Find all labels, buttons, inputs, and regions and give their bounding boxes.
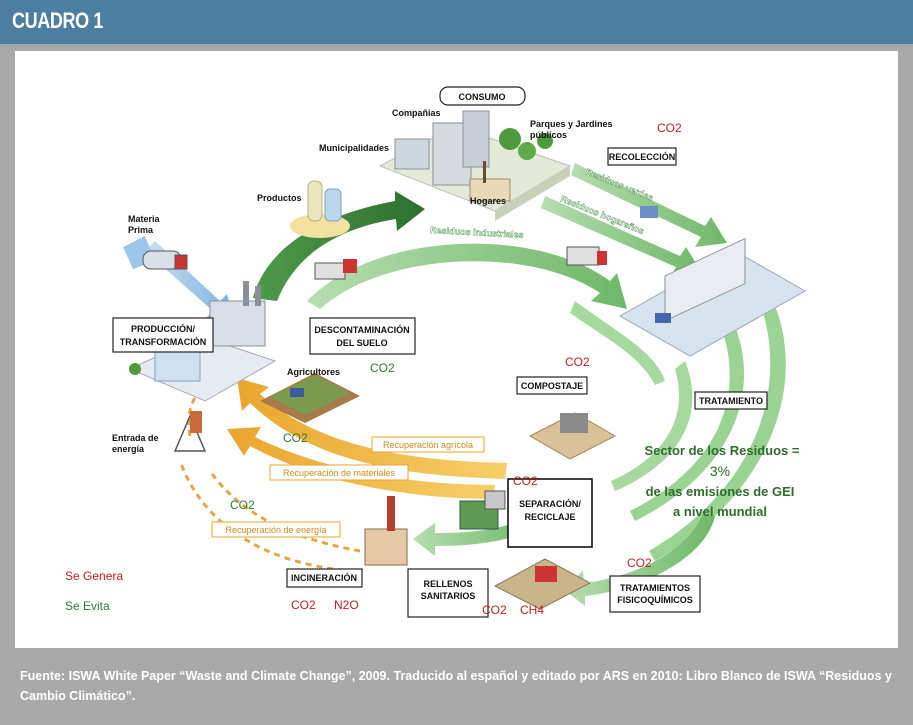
household-waste-arrow	[541, 196, 702, 277]
orange-recovery-arrows	[227, 378, 507, 499]
svg-text:SEPARACIÓN/: SEPARACIÓN/	[519, 498, 581, 509]
label-materia-2: Prima	[128, 225, 154, 235]
diagram-panel: CONSUMO Compañias Parques y Jardines púb…	[15, 51, 898, 648]
co2-descontaminacion: CO2	[370, 361, 395, 375]
landfill-illustration	[493, 558, 592, 610]
label-materia-1: Materia	[128, 214, 161, 224]
svg-text:TRATAMIENTO: TRATAMIENTO	[699, 396, 763, 406]
label-descontaminacion: DESCONTAMINACIÓN DEL SUELO	[309, 317, 416, 355]
legend-evita: Se Evita	[65, 599, 110, 613]
truck-raw-material	[142, 250, 188, 270]
label-compostaje: COMPOSTAJE	[516, 376, 588, 395]
landfill-arrow	[413, 516, 535, 556]
label-incineracion: INCINERACIÓN	[286, 568, 363, 588]
source-footnote: Fuente: ISWA White Paper “Waste and Clim…	[20, 669, 892, 703]
compost-illustration	[528, 412, 617, 460]
label-recoleccion: RECOLECCIÓN	[607, 147, 677, 166]
legend: Se Genera Se Evita	[65, 569, 123, 613]
svg-text:TRATAMIENTOS: TRATAMIENTOS	[620, 583, 690, 593]
arc-middle	[630, 326, 745, 521]
label-parques-2: públicos	[530, 130, 567, 140]
legend-genera: Se Genera	[65, 569, 123, 583]
green-waste-arrow	[571, 163, 727, 247]
products-illustration	[290, 180, 350, 238]
header-bar: CUADRO 1	[0, 0, 913, 44]
label-hogares: Hogares	[470, 196, 506, 206]
label-agricultores: Agricultores	[287, 367, 340, 377]
truck-industrial	[314, 259, 357, 280]
svg-text:PRODUCCIÓN/: PRODUCCIÓN/	[131, 323, 196, 334]
svg-text:de las emisiones de GEI: de las emisiones de GEI	[646, 484, 795, 499]
arc-inner	[611, 361, 693, 491]
label-productos: Productos	[257, 193, 302, 203]
svg-text:Recuperación agrícola: Recuperación agrícola	[383, 440, 473, 450]
gas-labels: CO2 CO2 CO2 CO2 CO2 CO2 CO2 CO2 N2O CO2 …	[230, 121, 682, 617]
factory-illustration	[128, 281, 277, 402]
svg-text:Recuperación de energía: Recuperación de energía	[225, 525, 326, 535]
figure-title: CUADRO 1	[12, 8, 103, 33]
label-recuperacion-agricola: Recuperación agrícola	[371, 436, 485, 453]
green-flow-arrows	[253, 163, 786, 606]
svg-text:DEL SUELO: DEL SUELO	[336, 338, 387, 348]
separation-illustration	[459, 490, 506, 530]
physicochemical-arrow	[563, 514, 715, 606]
agricultural-recovery-arrow	[237, 378, 507, 479]
incineration-illustration	[364, 496, 408, 566]
treatment-plant-illustration	[618, 237, 807, 357]
label-produccion: PRODUCCIÓN/ TRANSFORMACIÓN	[112, 317, 214, 353]
svg-text:SANITARIOS: SANITARIOS	[421, 591, 476, 601]
materials-recovery-arrow	[227, 427, 495, 499]
arc-outer	[649, 306, 786, 561]
svg-text:DESCONTAMINACIÓN: DESCONTAMINACIÓN	[314, 324, 409, 335]
label-tratamiento: TRATAMIENTO	[694, 391, 768, 410]
svg-text:COMPOSTAJE: COMPOSTAJE	[521, 381, 583, 391]
svg-text:Sector de los Residuos =: Sector de los Residuos =	[645, 443, 800, 458]
svg-text:INCINERACIÓN: INCINERACIÓN	[291, 572, 357, 583]
svg-text:TRANSFORMACIÓN: TRANSFORMACIÓN	[120, 336, 207, 347]
co2-recoleccion: CO2	[657, 121, 682, 135]
co2-compostaje: CO2	[565, 355, 590, 369]
label-separacion: SEPARACIÓN/ RECICLAJE	[507, 478, 593, 548]
svg-text:Recuperación de materiales: Recuperación de materiales	[283, 468, 396, 478]
consumption-city-illustration	[378, 110, 572, 221]
label-recuperacion-energia: Recuperación de energía	[211, 521, 341, 538]
svg-text:RECICLAJE: RECICLAJE	[524, 512, 575, 522]
co2-energia: CO2	[230, 498, 255, 512]
co2-incineracion: CO2	[291, 598, 316, 612]
label-parques-1: Parques y Jardines	[530, 119, 613, 129]
truck-household	[566, 206, 658, 266]
co2-tratamientos: CO2	[627, 556, 652, 570]
sector-statement: Sector de los Residuos = 3% de las emisi…	[645, 443, 800, 519]
label-rellenos: RELLENOS SANITARIOS	[407, 568, 489, 618]
svg-text:3%: 3%	[710, 463, 730, 479]
svg-text:CONSUMO: CONSUMO	[459, 92, 506, 102]
co2-agricultura: CO2	[283, 431, 308, 445]
n2o-incineracion: N2O	[334, 598, 359, 612]
industrial-waste-arrow	[307, 243, 627, 309]
energy-pylon-illustration	[173, 411, 207, 452]
label-tratamientos-fisicoquimicos: TRATAMIENTOS FISICOQUÍMICOS	[609, 575, 701, 613]
label-residuos-industriales: Residuos industriales	[430, 225, 524, 240]
label-recuperacion-materiales: Recuperación de materiales	[269, 464, 409, 481]
label-municipalidades: Municipalidades	[319, 143, 389, 153]
farm-illustration	[260, 373, 360, 423]
co2-rellenos: CO2	[482, 603, 507, 617]
waste-cycle-diagram: CONSUMO Compañias Parques y Jardines púb…	[65, 86, 807, 618]
svg-text:FISICOQUÍMICOS: FISICOQUÍMICOS	[617, 595, 693, 605]
label-entrada-2: energía	[112, 444, 145, 454]
label-entrada-1: Entrada de	[112, 433, 159, 443]
svg-text:RELLENOS: RELLENOS	[423, 579, 472, 589]
co2-separacion: CO2	[513, 474, 538, 488]
production-to-consumption-arrow	[253, 191, 425, 301]
label-companias: Compañias	[392, 108, 441, 118]
svg-text:RECOLECCIÓN: RECOLECCIÓN	[609, 151, 676, 162]
ch4-rellenos: CH4	[520, 603, 544, 617]
svg-text:a nivel mundial: a nivel mundial	[673, 504, 767, 519]
label-consumo: CONSUMO	[439, 86, 526, 106]
